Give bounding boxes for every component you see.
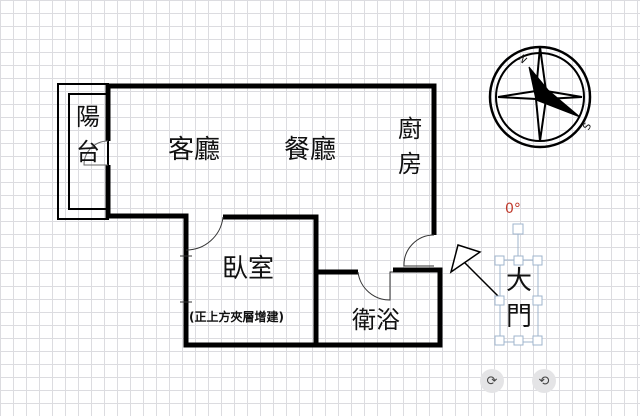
rotate-right-button[interactable]: ⟳ bbox=[480, 369, 504, 393]
selection-box[interactable] bbox=[494, 223, 543, 346]
rotate-right-icon: ⟳ bbox=[486, 373, 498, 389]
room-balcony-label: 陽台 bbox=[76, 103, 100, 166]
rotate-left-icon: ⟲ bbox=[538, 373, 550, 389]
door-swings bbox=[83, 140, 435, 303]
rotate-handle bbox=[512, 223, 524, 235]
balcony-inner bbox=[68, 93, 109, 210]
room-dining-label: 餐廳 bbox=[284, 135, 337, 165]
compass-icon bbox=[488, 45, 592, 149]
room-bedroom-label: 臥室 bbox=[222, 254, 275, 284]
rotate-left-button[interactable]: ⟲ bbox=[532, 369, 556, 393]
room-kitchen-label: 廚房 bbox=[398, 115, 422, 178]
walls bbox=[105, 83, 443, 348]
rotation-angle-label: 0° bbox=[505, 201, 521, 217]
room-bathroom-label: 衛浴 bbox=[352, 306, 400, 334]
entrance-arrow[interactable] bbox=[449, 244, 501, 299]
bedroom-note: (正上方夾層增建) bbox=[189, 310, 284, 324]
room-living-label: 客廳 bbox=[168, 135, 221, 165]
entrance-label[interactable]: 大門 bbox=[505, 266, 532, 333]
